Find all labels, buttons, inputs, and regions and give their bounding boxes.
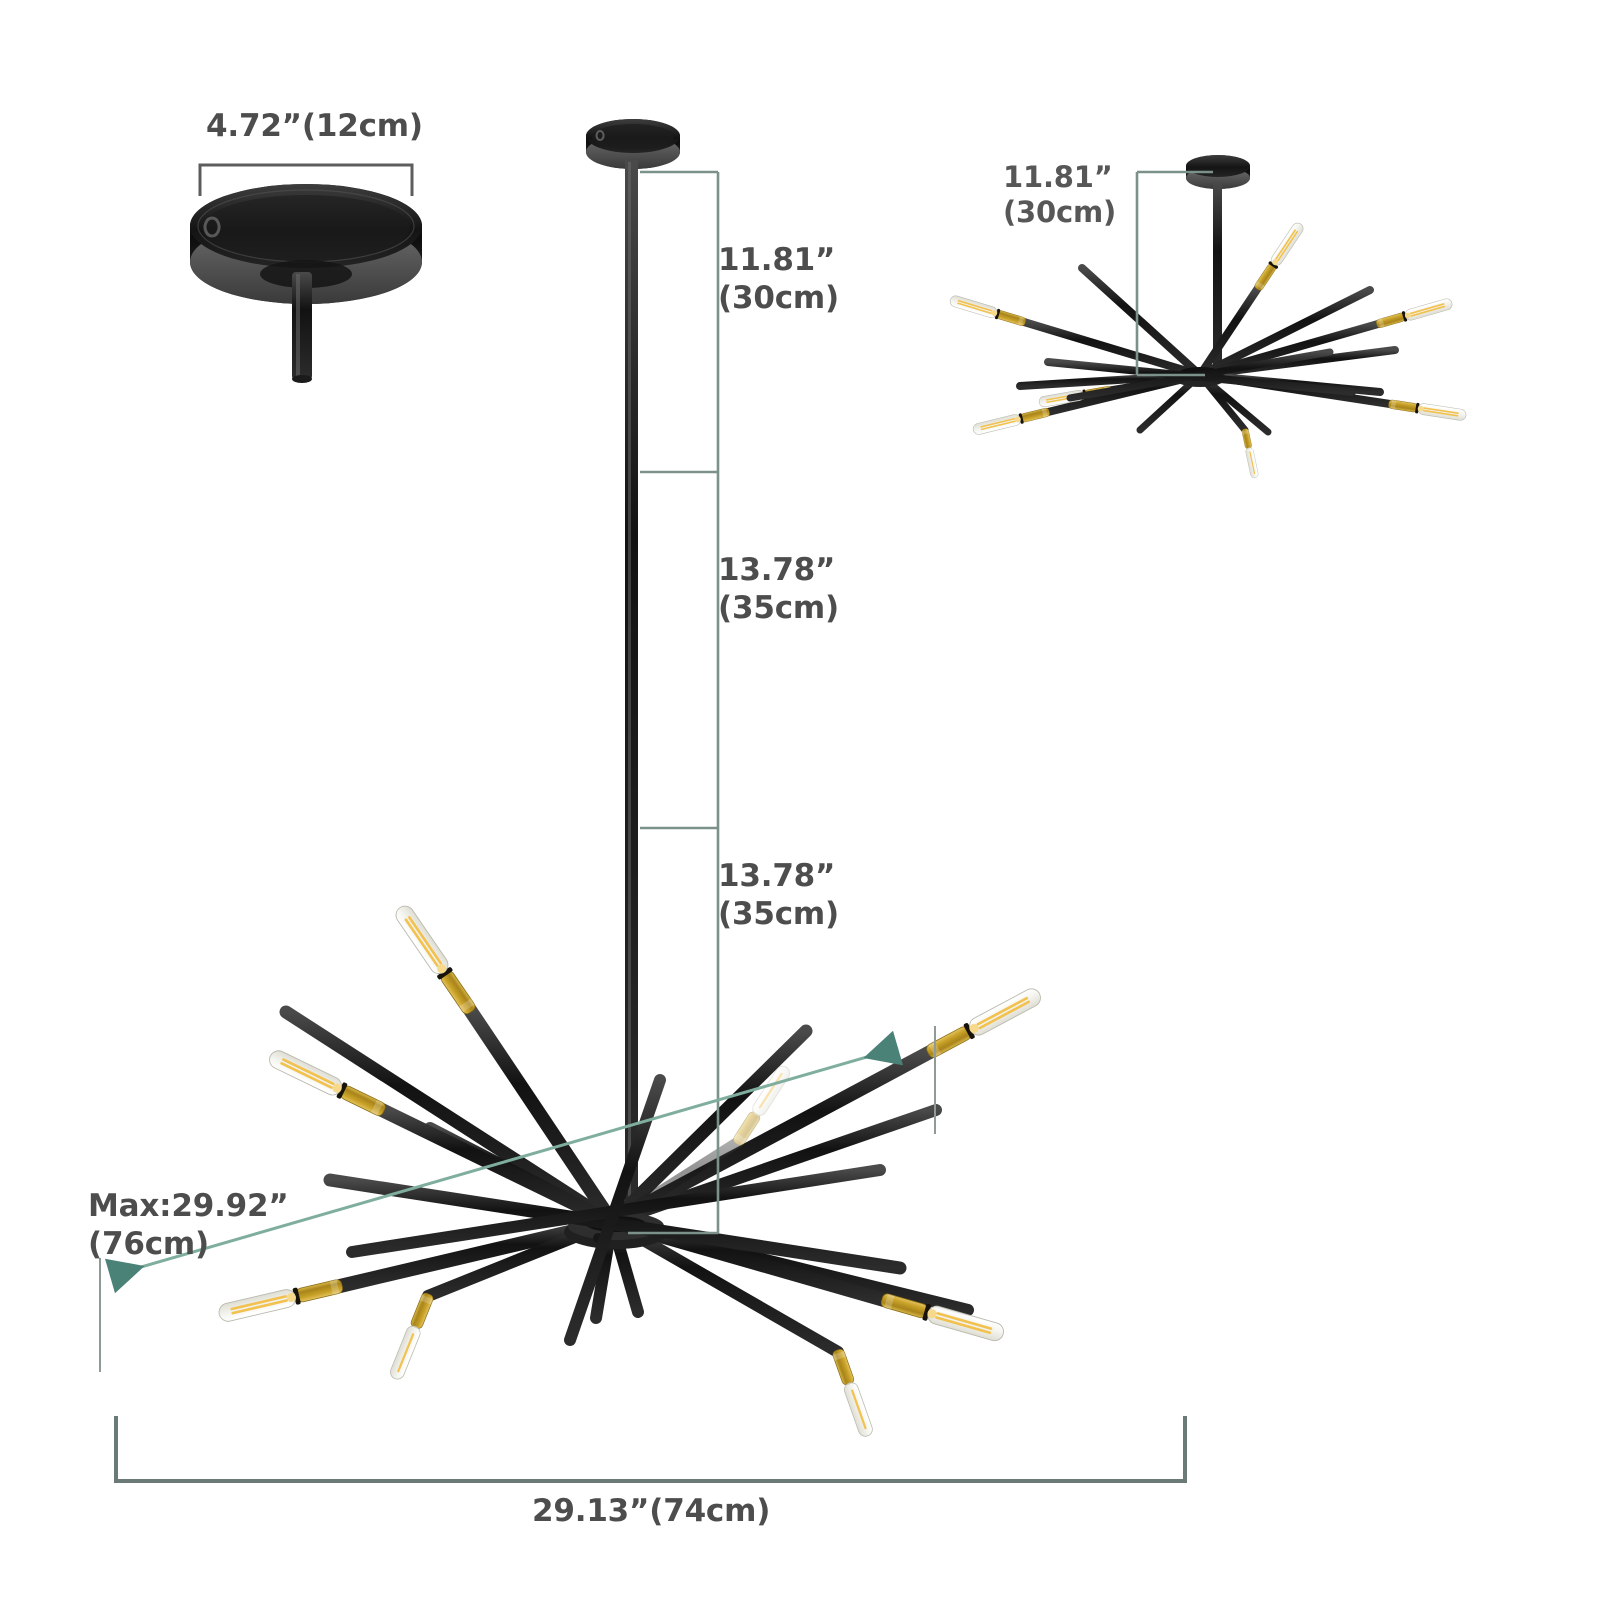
label-canopy-diameter: 4.72”(12cm) bbox=[206, 108, 423, 144]
label-inset-drop: 11.81” (30cm) bbox=[1003, 160, 1117, 230]
dim-canopy-diameter bbox=[198, 163, 414, 196]
dim-drop-chain bbox=[628, 170, 720, 1235]
dim-inset-drop bbox=[1135, 170, 1213, 377]
dim-overall-width bbox=[114, 1416, 1187, 1483]
label-drop-segment-1: 11.81” (30cm) bbox=[718, 242, 839, 316]
label-drop-segment-3: 13.78” (35cm) bbox=[718, 858, 839, 932]
label-overall-width: 29.13”(74cm) bbox=[532, 1493, 771, 1529]
canopy-detail-view bbox=[190, 184, 422, 383]
dim-max-diagonal bbox=[99, 1026, 936, 1372]
label-drop-segment-2: 13.78” (35cm) bbox=[718, 552, 839, 626]
inset-perspective-view bbox=[948, 155, 1468, 479]
label-max-diagonal: Max:29.92” (76cm) bbox=[88, 1188, 289, 1262]
